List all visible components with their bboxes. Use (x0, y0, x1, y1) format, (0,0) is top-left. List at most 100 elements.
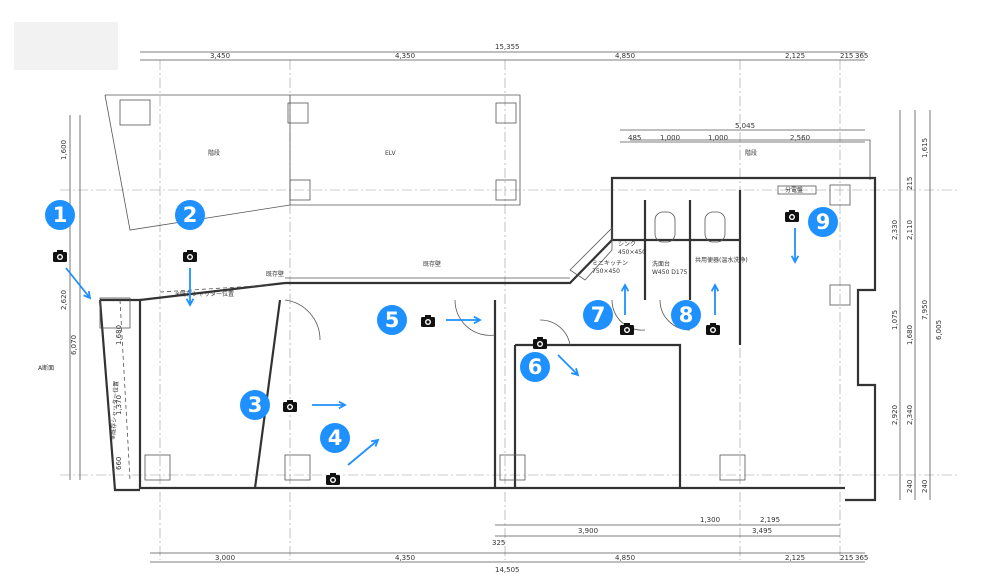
top-upper-dim-1: 485 (628, 134, 641, 142)
left-dimensions: 1,600 2,620 6,070 1,680 1,370 660 (60, 115, 123, 480)
left-dim-3: 6,070 (70, 335, 78, 355)
left-dim-2: 2,620 (60, 290, 68, 310)
top-dim-3: 4,850 (615, 52, 635, 60)
direction-arrow-4 (347, 438, 380, 466)
bottom-dimensions: 14,505 3,000 4,350 4,850 2,125 215 365 3… (150, 516, 868, 574)
left-dim-4: 1,680 (115, 325, 123, 345)
bottom-upper-dim-3: 3,495 (752, 527, 772, 535)
direction-arrow-2 (185, 268, 195, 307)
marker-badge-4: 4 (320, 423, 350, 453)
direction-arrow-7 (620, 283, 630, 315)
sink-size-label: 450×450 (618, 249, 646, 256)
camera-markers: 1 2 3 4 5 6 7 8 9 (45, 200, 838, 485)
bottom-upper-dim-5: 325 (492, 539, 505, 547)
marker-number: 9 (816, 210, 831, 234)
direction-arrow-3 (312, 400, 347, 410)
marker-number: 2 (183, 203, 198, 227)
marker-badge-3: 3 (240, 390, 270, 420)
shutter-label-2: ※既存シャッター位置 (109, 381, 120, 440)
bottom-total-dim: 14,505 (495, 566, 520, 574)
right-dim-7: 2,920 (891, 405, 899, 425)
marker-number: 7 (591, 303, 606, 327)
right-dim-2: 215 (906, 177, 914, 190)
direction-arrow-9 (790, 228, 800, 264)
bottom-dim-1: 3,000 (215, 554, 235, 562)
bottom-dim-6: 365 (855, 554, 868, 562)
blank-label-patch (14, 22, 118, 70)
grid-lines (60, 60, 960, 560)
toilet-label: 共用便器(温水洗浄) (695, 256, 748, 264)
top-dim-1: 3,450 (210, 52, 230, 60)
bottom-dim-2: 4,350 (395, 554, 415, 562)
right-dim-12: 240 (921, 480, 929, 493)
direction-arrow-8 (710, 283, 720, 315)
bottom-dim-5: 215 (840, 554, 853, 562)
marker-badge-2: 2 (175, 200, 205, 230)
sink-label: シンク (618, 241, 636, 248)
washbasin-label: 洗面台 (652, 260, 670, 268)
right-dim-10: 6,005 (935, 320, 943, 340)
top-upper-dim-3: 1,000 (708, 134, 728, 142)
top-upper-dim-2: 1,000 (660, 134, 680, 142)
camera-icon (183, 250, 197, 262)
marker-badge-7: 7 (583, 300, 613, 330)
top-dimensions: 15,355 3,450 4,350 4,850 2,125 215 365 5… (140, 43, 868, 143)
marker-number: 6 (528, 355, 543, 379)
top-dim-6: 365 (855, 52, 868, 60)
camera-icon (533, 337, 547, 349)
mini-kitchen-size-label: 750×450 (592, 268, 620, 275)
fixture-labels: シンク 450×450 ミニキッチン 750×450 洗面台 W450 D175… (38, 186, 803, 440)
stairs-right-label: 階段 (745, 149, 757, 157)
top-dim-5: 215 (840, 52, 853, 60)
right-dimensions: 1,615 215 2,330 2,110 1,075 1,680 2,920 … (891, 110, 943, 500)
bottom-upper-dim-4: 2,195 (760, 516, 780, 524)
camera-icon (706, 323, 720, 335)
bottom-dim-4: 2,125 (785, 554, 805, 562)
direction-arrow-6 (557, 354, 580, 377)
direction-arrow-5 (446, 315, 482, 325)
top-dim-4: 2,125 (785, 52, 805, 60)
marker-badge-8: 8 (671, 300, 701, 330)
right-dim-8: 2,340 (906, 405, 914, 425)
marker-badge-6: 6 (520, 352, 550, 382)
floor-walls (98, 176, 877, 502)
camera-icon (283, 400, 297, 412)
top-dim-2: 4,350 (395, 52, 415, 60)
right-dim-3: 2,330 (891, 220, 899, 240)
top-total-dim: 15,355 (495, 43, 520, 51)
stairs-left-label: 階段 (208, 149, 220, 157)
left-dim-1: 1,600 (60, 140, 68, 160)
right-dim-4: 2,110 (906, 220, 914, 240)
camera-icon (53, 250, 67, 262)
marker-number: 1 (53, 203, 68, 227)
washbasin-size-label: W450 D175 (652, 269, 688, 276)
left-dim-6: 660 (115, 457, 123, 470)
elevator-label: ELV (385, 150, 396, 157)
right-dim-11: 240 (906, 480, 914, 493)
boundary-label-2: 既存壁 (423, 260, 441, 268)
bottom-upper-dim-1: 3,900 (578, 527, 598, 535)
marker-badge-5: 5 (377, 305, 407, 335)
camera-icon (421, 315, 435, 327)
boundary-label: 既存壁 (266, 270, 284, 278)
elevation-label: A断面 (38, 364, 54, 372)
bottom-upper-dim-2: 1,300 (700, 516, 720, 524)
marker-number: 3 (248, 393, 263, 417)
top-upper-dim-total: 5,045 (735, 122, 755, 130)
left-dim-5: 1,370 (115, 395, 123, 415)
right-dim-9: 7,950 (921, 300, 929, 320)
core-block: 階段 ELV 階段 (104, 94, 871, 231)
marker-badge-1: 1 (45, 200, 75, 230)
bottom-dim-3: 4,850 (615, 554, 635, 562)
right-dim-1: 1,615 (921, 138, 929, 158)
distribution-board-label: 分電盤 (785, 186, 803, 194)
camera-icon (620, 323, 634, 335)
camera-icon (326, 473, 340, 485)
mini-kitchen-label: ミニキッチン (592, 260, 628, 267)
marker-number: 8 (679, 303, 694, 327)
direction-arrow-1 (65, 267, 92, 300)
right-dim-5: 1,075 (891, 310, 899, 330)
marker-number: 5 (385, 308, 400, 332)
marker-badge-9: 9 (808, 207, 838, 237)
